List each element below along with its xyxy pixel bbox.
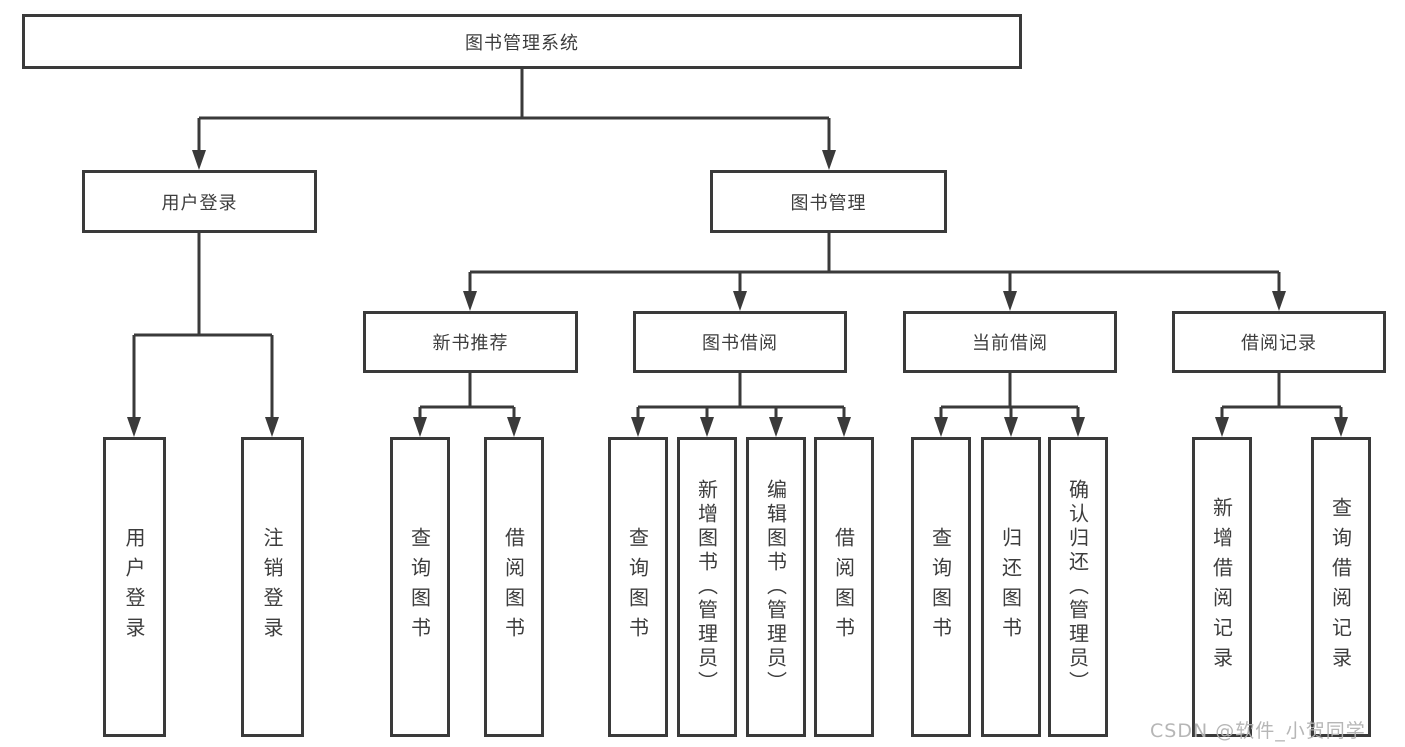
leaf-edit-book-admin: 编辑图书（管理员） (746, 437, 806, 737)
node-label: 借阅图书 (831, 527, 856, 647)
leaf-add-book-admin: 新增图书（管理员） (677, 437, 737, 737)
node-user-login-module: 用户登录 (82, 170, 317, 233)
arrowhead-icon (265, 417, 279, 437)
arrowhead-icon (769, 417, 783, 437)
node-label: 用户登录 (161, 192, 238, 214)
node-new-book-recommendation: 新书推荐 (363, 311, 578, 373)
arrowhead-icon (1003, 291, 1017, 311)
arrowhead-icon (507, 417, 521, 437)
node-label: 新增图书（管理员） (694, 479, 719, 695)
leaf-borrow-books-recommend: 借阅图书 (484, 437, 544, 737)
node-root-library-system: 图书管理系统 (22, 14, 1022, 69)
connector-bookborrow-to-leaves (631, 373, 851, 437)
node-label: 查询借阅记录 (1328, 497, 1353, 677)
leaf-add-borrow-record: 新增借阅记录 (1192, 437, 1252, 737)
arrowhead-icon (1215, 417, 1229, 437)
leaf-borrow-books: 借阅图书 (814, 437, 874, 737)
arrowhead-icon (413, 417, 427, 437)
leaf-confirm-return-admin: 确认归还（管理员） (1048, 437, 1108, 737)
node-label: 图书管理 (790, 192, 867, 214)
node-book-borrowing: 图书借阅 (633, 311, 847, 373)
leaf-user-login: 用户登录 (103, 437, 166, 737)
arrowhead-icon (1334, 417, 1348, 437)
leaf-query-books-recommend: 查询图书 (390, 437, 450, 737)
leaf-query-borrow-record: 查询借阅记录 (1311, 437, 1371, 737)
node-label: 图书借阅 (702, 333, 778, 354)
connector-borrowrecords-to-leaves (1215, 373, 1348, 437)
node-label: 查询图书 (928, 527, 953, 647)
connector-root-to-level2 (192, 69, 836, 170)
arrowhead-icon (822, 150, 836, 170)
node-label: 确认归还（管理员） (1065, 479, 1090, 695)
connector-newbook-to-leaves (413, 373, 521, 437)
arrowhead-icon (1071, 417, 1085, 437)
connector-bookmgmt-to-level3 (463, 233, 1286, 311)
arrowhead-icon (700, 417, 714, 437)
node-label: 注销登录 (260, 527, 284, 647)
node-current-borrowing: 当前借阅 (903, 311, 1117, 373)
node-label: 归还图书 (998, 527, 1023, 647)
arrowhead-icon (934, 417, 948, 437)
arrowhead-icon (1272, 291, 1286, 311)
node-label: 用户登录 (122, 527, 146, 647)
node-label: 当前借阅 (972, 333, 1048, 354)
connector-userlogin-to-leaves (127, 233, 279, 437)
leaf-return-books: 归还图书 (981, 437, 1041, 737)
node-book-management-module: 图书管理 (710, 170, 947, 233)
arrowhead-icon (192, 150, 206, 170)
node-label: 借阅记录 (1241, 333, 1317, 354)
node-label: 借阅图书 (501, 527, 526, 647)
node-label: 新书推荐 (432, 333, 509, 354)
arrowhead-icon (1004, 417, 1018, 437)
leaf-query-books-borrowing: 查询图书 (608, 437, 668, 737)
node-label: 查询图书 (407, 527, 432, 647)
leaf-logout: 注销登录 (241, 437, 304, 737)
arrowhead-icon (631, 417, 645, 437)
node-label: 图书管理系统 (465, 32, 579, 54)
arrowhead-icon (463, 291, 477, 311)
csdn-watermark: CSDN @软件_小贺同学 (1150, 720, 1366, 742)
arrowhead-icon (127, 417, 141, 437)
arrowhead-icon (837, 417, 851, 437)
node-borrowing-records: 借阅记录 (1172, 311, 1386, 373)
leaf-query-books-current: 查询图书 (911, 437, 971, 737)
connector-currentborrow-to-leaves (934, 373, 1085, 437)
node-label: 查询图书 (625, 527, 650, 647)
arrowhead-icon (733, 291, 747, 311)
node-label: 新增借阅记录 (1209, 497, 1234, 677)
node-label: 编辑图书（管理员） (763, 479, 788, 695)
